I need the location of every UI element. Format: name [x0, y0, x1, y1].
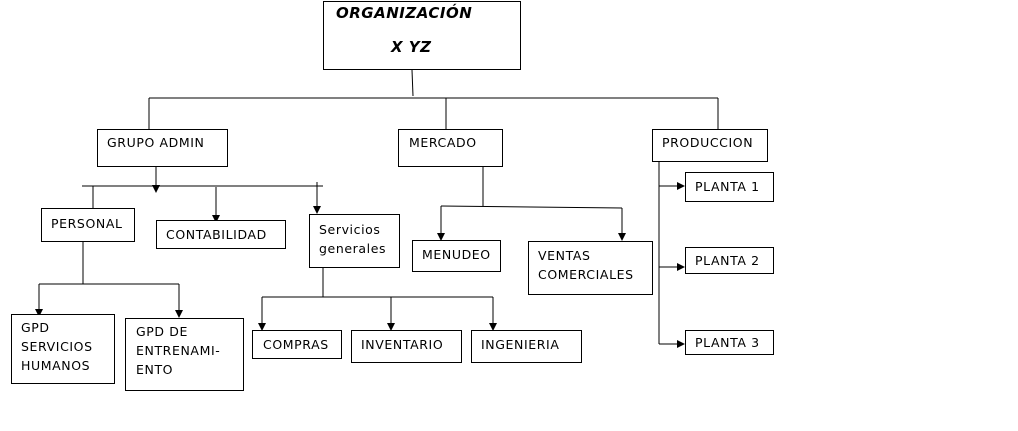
node-gpd-entrenamiento-line1: GPD DE [136, 324, 188, 339]
node-planta-1-label: PLANTA 1 [695, 179, 760, 194]
node-servicios-generales: Servicios generales [309, 214, 400, 268]
node-ventas-line2: COMERCIALES [538, 267, 634, 282]
node-menudeo: MENUDEO [412, 240, 501, 272]
node-ventas-comerciales: VENTAS COMERCIALES [528, 241, 653, 295]
node-produccion: PRODUCCION [652, 129, 768, 162]
node-grupo-admin-label: GRUPO ADMIN [107, 135, 205, 150]
node-gpd-servicios-line3: HUMANOS [21, 358, 91, 373]
node-planta-2: PLANTA 2 [685, 247, 774, 274]
node-inventario: INVENTARIO [351, 330, 462, 363]
node-gpd-entrenamiento-line3: ENTO [136, 362, 174, 377]
connector-mercado-bar [440, 205, 623, 209]
root-subtitle: X YZ [391, 38, 432, 56]
node-produccion-label: PRODUCCION [662, 135, 754, 150]
node-mercado: MERCADO [398, 129, 503, 167]
node-ingenieria: INGENIERIA [471, 330, 582, 363]
node-servicios-line1: Servicios [319, 222, 381, 237]
root-title: ORGANIZACIÓN [336, 4, 473, 22]
node-compras: COMPRAS [252, 330, 342, 359]
node-gpd-servicios-line1: GPD [21, 320, 50, 335]
node-ingenieria-label: INGENIERIA [481, 337, 560, 352]
node-gpd-entrenamiento: GPD DE ENTRENAMI- ENTO [125, 318, 244, 391]
node-personal-label: PERSONAL [51, 216, 123, 231]
node-gpd-entrenamiento-line2: ENTRENAMI- [136, 343, 221, 358]
node-planta-2-label: PLANTA 2 [695, 253, 760, 268]
node-personal: PERSONAL [41, 208, 135, 242]
node-mercado-label: MERCADO [409, 135, 477, 150]
node-menudeo-label: MENUDEO [422, 247, 491, 262]
node-inventario-label: INVENTARIO [361, 337, 444, 352]
node-ventas-line1: VENTAS [538, 248, 591, 263]
node-grupo-admin: GRUPO ADMIN [97, 129, 228, 167]
node-contabilidad-label: CONTABILIDAD [166, 227, 267, 242]
root-node [323, 1, 521, 70]
node-planta-3: PLANTA 3 [685, 330, 774, 355]
node-servicios-line2: generales [319, 241, 387, 256]
node-gpd-servicios-line2: SERVICIOS [21, 339, 93, 354]
node-planta-3-label: PLANTA 3 [695, 335, 760, 350]
node-compras-label: COMPRAS [263, 337, 329, 352]
node-gpd-servicios-humanos: GPD SERVICIOS HUMANOS [11, 314, 115, 384]
node-contabilidad: CONTABILIDAD [156, 220, 286, 249]
connector-root [411, 69, 414, 97]
node-planta-1: PLANTA 1 [685, 172, 774, 202]
